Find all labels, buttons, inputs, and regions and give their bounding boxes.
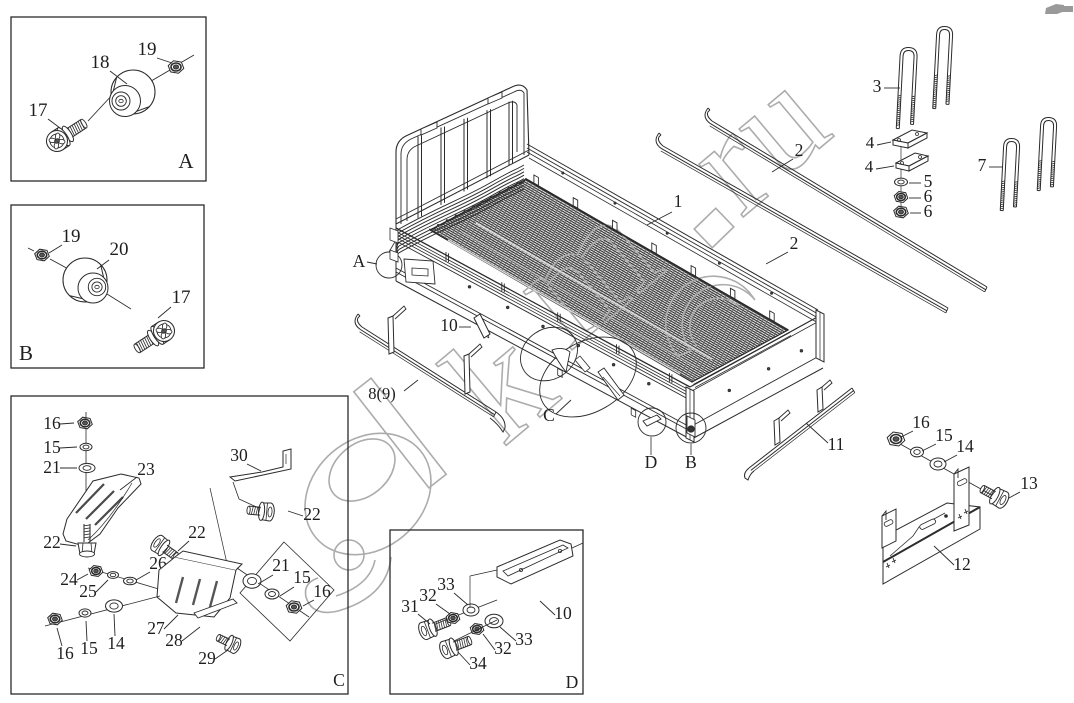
svg-text:D: D — [645, 452, 658, 472]
svg-text:A: A — [178, 149, 194, 173]
svg-text:21: 21 — [272, 555, 290, 575]
svg-text:16: 16 — [56, 643, 74, 663]
svg-text:22: 22 — [43, 532, 61, 552]
svg-text:25: 25 — [79, 581, 97, 601]
svg-text:C: C — [543, 405, 555, 425]
svg-text:18: 18 — [91, 52, 110, 73]
svg-text:8(9): 8(9) — [368, 384, 396, 403]
svg-text:10: 10 — [440, 315, 458, 335]
svg-text:34: 34 — [469, 653, 487, 673]
svg-text:24: 24 — [60, 569, 78, 589]
svg-text:7: 7 — [978, 155, 987, 175]
svg-text:30: 30 — [230, 445, 248, 465]
svg-text:4: 4 — [865, 157, 874, 176]
svg-text:29: 29 — [198, 648, 216, 668]
svg-text:D: D — [566, 672, 579, 692]
svg-text:6: 6 — [924, 186, 933, 206]
svg-text:15: 15 — [43, 437, 61, 457]
svg-text:15: 15 — [935, 425, 953, 445]
svg-text:19: 19 — [62, 226, 81, 247]
svg-text:3: 3 — [873, 76, 882, 96]
svg-text:20: 20 — [110, 239, 129, 260]
svg-text:15: 15 — [293, 567, 311, 587]
svg-text:14: 14 — [956, 436, 974, 456]
svg-text:10: 10 — [554, 603, 572, 623]
svg-text:B: B — [19, 341, 33, 365]
svg-text:17: 17 — [29, 100, 48, 121]
svg-text:A: A — [353, 251, 366, 271]
svg-text:23: 23 — [137, 459, 155, 479]
svg-text:B: B — [685, 452, 697, 472]
svg-text:22: 22 — [188, 522, 206, 542]
svg-text:19: 19 — [138, 39, 157, 60]
svg-text:33: 33 — [515, 629, 533, 649]
svg-text:1: 1 — [674, 191, 683, 211]
svg-text:12: 12 — [953, 554, 971, 574]
svg-text:14: 14 — [107, 633, 125, 653]
svg-text:21: 21 — [43, 457, 61, 477]
svg-text:11: 11 — [828, 434, 845, 454]
svg-text:2: 2 — [795, 140, 804, 160]
svg-text:C: C — [333, 670, 345, 690]
svg-text:2: 2 — [790, 233, 799, 253]
svg-text:4: 4 — [866, 133, 875, 152]
svg-text:33: 33 — [437, 574, 455, 594]
svg-text:22: 22 — [303, 504, 321, 524]
svg-text:32: 32 — [419, 585, 437, 605]
svg-text:17: 17 — [172, 287, 191, 308]
svg-text:15: 15 — [80, 638, 98, 658]
svg-text:28: 28 — [165, 630, 183, 650]
svg-text:31: 31 — [401, 596, 419, 616]
svg-text:5: 5 — [924, 171, 933, 191]
svg-text:6: 6 — [924, 201, 933, 221]
svg-text:13: 13 — [1020, 473, 1038, 493]
svg-text:32: 32 — [494, 638, 512, 658]
svg-text:16: 16 — [313, 581, 331, 601]
svg-text:27: 27 — [147, 618, 165, 638]
svg-text:16: 16 — [912, 412, 930, 432]
svg-text:16: 16 — [43, 413, 61, 433]
